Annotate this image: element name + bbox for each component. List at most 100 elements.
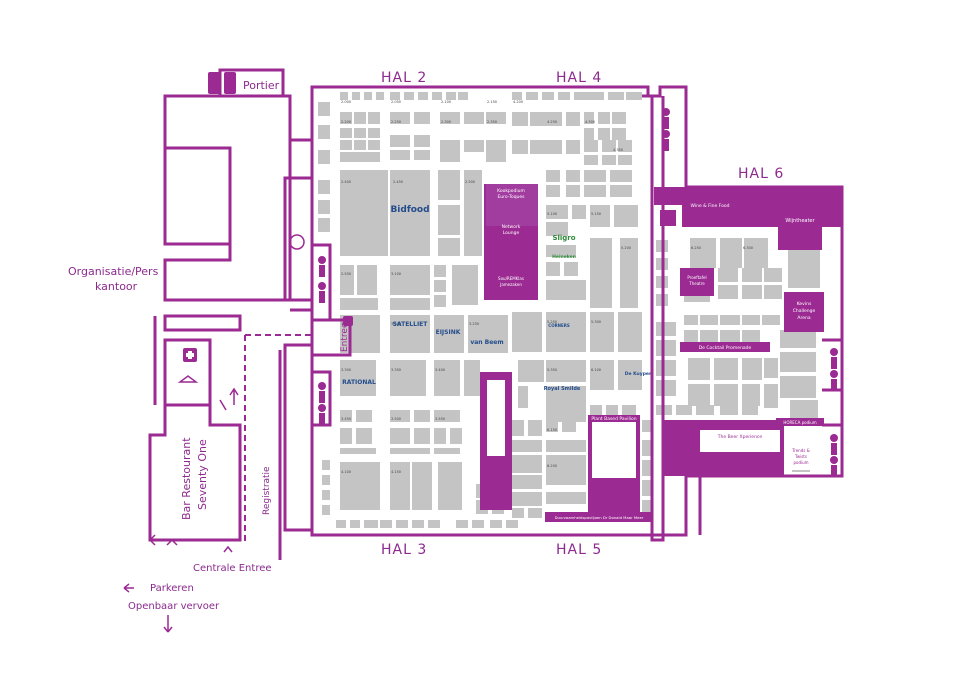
duurzaam-area[interactable] (545, 512, 653, 522)
booth-block[interactable] (518, 360, 544, 382)
booth-block[interactable] (318, 125, 330, 139)
booth-block[interactable] (440, 112, 460, 124)
booth-block[interactable] (590, 312, 614, 352)
booth-block[interactable] (434, 360, 460, 396)
booth-block[interactable] (434, 315, 464, 353)
booth-block[interactable] (340, 448, 376, 454)
booth-block[interactable] (618, 140, 632, 152)
centrale-entree-label[interactable]: Centrale Entree (193, 563, 272, 574)
booth-block[interactable] (546, 420, 558, 432)
booth-block[interactable] (322, 505, 330, 515)
booth-block[interactable] (414, 150, 430, 160)
booth-block[interactable] (354, 140, 366, 150)
restaurant-inner[interactable] (487, 380, 505, 460)
booth-block[interactable] (486, 140, 506, 152)
booth-block[interactable] (602, 140, 616, 152)
booth-block[interactable] (528, 508, 542, 518)
parkeren-label[interactable]: Parkeren (150, 583, 194, 594)
booth-block[interactable] (584, 140, 598, 152)
booth-block[interactable] (438, 462, 462, 510)
booth-block[interactable] (656, 340, 676, 356)
booth-block[interactable] (684, 330, 698, 342)
booth-block[interactable] (438, 238, 460, 256)
booth-block[interactable] (546, 222, 568, 236)
booth-block[interactable] (696, 405, 714, 415)
booth-block[interactable] (340, 428, 352, 444)
booth-block[interactable] (742, 358, 762, 380)
booth-block[interactable] (584, 155, 598, 165)
booth-block[interactable] (546, 112, 562, 126)
booth-block[interactable] (574, 92, 584, 100)
booth-block[interactable] (434, 448, 460, 454)
plant-inner[interactable] (592, 422, 636, 478)
booth-block[interactable] (512, 92, 522, 100)
booth-block[interactable] (606, 405, 618, 417)
booth-block[interactable] (546, 280, 586, 300)
booth-block[interactable] (390, 360, 426, 396)
booth-block[interactable] (512, 312, 542, 352)
booth-block[interactable] (464, 170, 482, 256)
booth-block[interactable] (390, 428, 410, 444)
booth-block[interactable] (590, 360, 614, 390)
booth-block[interactable] (542, 92, 554, 100)
booth-block[interactable] (390, 170, 430, 256)
booth-block[interactable] (528, 420, 542, 436)
booth-block[interactable] (790, 400, 818, 420)
booth-block[interactable] (486, 152, 506, 162)
booth-block[interactable] (456, 520, 468, 528)
booth-block[interactable] (340, 92, 348, 100)
booth-block[interactable] (546, 440, 586, 452)
booth-block[interactable] (340, 140, 352, 150)
booth-block[interactable] (434, 410, 460, 422)
booth-block[interactable] (620, 238, 638, 308)
booth-block[interactable] (356, 410, 372, 422)
booth-block[interactable] (364, 92, 372, 100)
booth-block[interactable] (486, 112, 506, 124)
booth-block[interactable] (764, 285, 782, 299)
booth-block[interactable] (742, 315, 760, 325)
booth-block[interactable] (584, 170, 606, 182)
cutlery-icon[interactable] (487, 456, 505, 478)
booth-block[interactable] (350, 520, 360, 528)
booth-block[interactable] (700, 315, 718, 325)
booth-block[interactable] (622, 405, 636, 417)
booth-block[interactable] (742, 405, 758, 415)
booth-block[interactable] (464, 140, 484, 152)
booth-block[interactable] (512, 140, 528, 154)
booth-block[interactable] (512, 455, 542, 473)
booth-block[interactable] (546, 455, 586, 485)
booth-block[interactable] (414, 135, 430, 147)
booth-block[interactable] (642, 420, 652, 432)
booth-block[interactable] (642, 440, 652, 456)
booth-block[interactable] (566, 185, 580, 197)
booth-block[interactable] (490, 520, 502, 528)
booth-block[interactable] (518, 386, 528, 408)
booth-block[interactable] (432, 92, 442, 100)
booth-block[interactable] (742, 285, 762, 299)
booth-block[interactable] (572, 205, 586, 219)
kevin-area[interactable] (784, 292, 824, 332)
booth-block[interactable] (546, 262, 560, 276)
booth-block[interactable] (780, 352, 816, 372)
booth-block[interactable] (584, 112, 594, 124)
booth-block[interactable] (434, 428, 446, 444)
booth-block[interactable] (688, 358, 710, 380)
booth-block[interactable] (546, 245, 576, 257)
booth-block[interactable] (396, 520, 408, 528)
booth-block[interactable] (376, 92, 384, 100)
booth-block[interactable] (764, 268, 782, 282)
booth-block[interactable] (340, 298, 378, 310)
booth-block[interactable] (566, 112, 580, 126)
booth-block[interactable] (602, 155, 616, 165)
booth-block[interactable] (318, 180, 330, 194)
booth-block[interactable] (368, 112, 380, 124)
booth-block[interactable] (390, 298, 430, 310)
booth-block[interactable] (546, 140, 562, 154)
booth-block[interactable] (546, 386, 586, 422)
booth-block[interactable] (340, 112, 352, 124)
booth-block[interactable] (390, 135, 410, 147)
booth-block[interactable] (414, 410, 430, 422)
booth-block[interactable] (404, 92, 414, 100)
booth-block[interactable] (354, 112, 366, 124)
booth-block[interactable] (352, 92, 360, 100)
